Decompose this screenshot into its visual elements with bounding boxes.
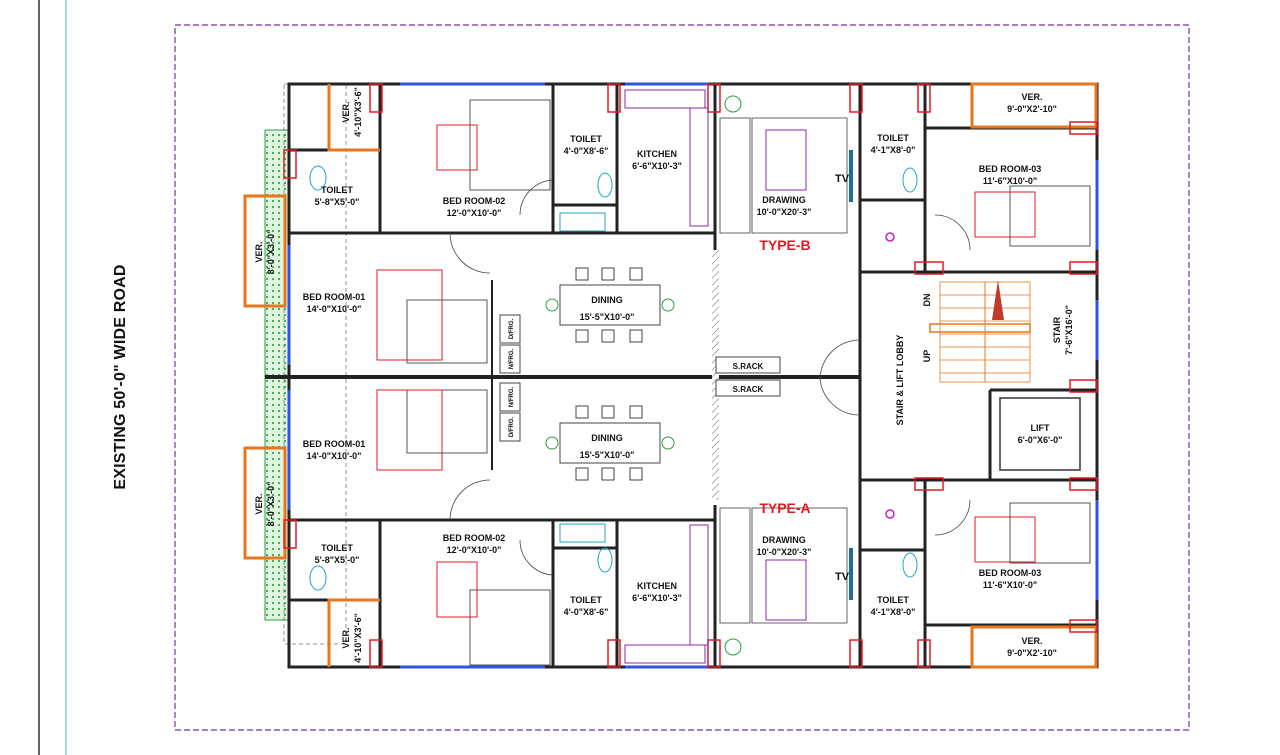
bed01-bot-size: 14'-0"X10'-0" (307, 451, 362, 461)
d-frg-top: D/FRG. (509, 319, 515, 340)
drawing-top-size: 10'-0"X20'-3" (757, 207, 812, 217)
kitchen-counters (624, 89, 709, 664)
toilet-fixtures (309, 165, 918, 591)
stair-size: 7'-6"X16'-0" (1064, 305, 1074, 355)
door-swings (449, 179, 971, 576)
toilet-r-bot-name: TOILET (877, 595, 909, 605)
balconies (243, 82, 1098, 669)
bed01-bot-name: BED ROOM-01 (303, 439, 366, 449)
bed02-top-size: 12'-0"X10'-0" (447, 208, 502, 218)
toilet-l-top-size: 5'-8"X5'-0" (315, 197, 360, 207)
bed02-bot-name: BED ROOM-02 (443, 533, 506, 543)
tv-label-top: TV (835, 173, 850, 185)
lift-size: 6'-0"X6'-0" (1018, 435, 1063, 445)
toilet-m-bot-name: TOILET (570, 595, 602, 605)
bed03-bot-name: BED ROOM-03 (979, 568, 1042, 578)
ver-br-name: VER. (1021, 636, 1042, 646)
ver-bl-name: VER. (341, 627, 351, 648)
beds (376, 99, 1091, 666)
toilet-r-top-name: TOILET (877, 133, 909, 143)
stair-lobby-label: STAIR & LIFT LOBBY (895, 335, 905, 426)
drawing-bot-size: 10'-0"X20'-3" (757, 547, 812, 557)
fridge-boxes (499, 314, 521, 442)
ver-tr-name: VER. (1021, 92, 1042, 102)
kitchen-bot-name: KITCHEN (637, 581, 677, 591)
stair (929, 281, 1031, 383)
stair-arrow (992, 280, 1004, 320)
s-rack-bottom-box (715, 379, 781, 397)
kitchen-top-size: 6'-6"X10'-3" (632, 161, 682, 171)
stair-name: STAIR (1052, 316, 1062, 343)
ver-tl-name: VER. (341, 101, 351, 122)
lift-name: LIFT (1031, 423, 1050, 433)
light-marker-bottom (885, 509, 895, 519)
s-rack-bottom-label: S.RACK (733, 385, 764, 394)
ver-tl-size: 4'-10"X3'-6" (353, 87, 363, 137)
drawing-furniture (719, 95, 848, 656)
columns (283, 83, 1098, 668)
dining-tables (545, 267, 675, 481)
dining-top-name: DINING (591, 295, 623, 305)
windows (287, 82, 1099, 669)
type-a-tag: TYPE-A (759, 500, 810, 516)
bed02-bot-size: 12'-0"X10'-0" (447, 545, 502, 555)
s-rack-top-label: S.RACK (733, 362, 764, 371)
tv-panel-top (849, 150, 853, 202)
toilet-l-bot-name: TOILET (321, 543, 353, 553)
bed03-top-size: 11'-6"X10'-0" (983, 176, 1037, 186)
dining-bot-name: DINING (591, 433, 623, 443)
kitchen-top-name: KITCHEN (637, 149, 677, 159)
bed02-top-name: BED ROOM-02 (443, 196, 506, 206)
plot-boundary (174, 24, 1190, 731)
toilet-m-bot-size: 4'-0"X8'-6" (564, 607, 609, 617)
ver-l1-size: 8'-0"X3'-0" (266, 230, 276, 275)
d-frg-bottom: D/FRG. (509, 417, 515, 438)
up-label: UP (922, 350, 932, 363)
light-marker-top (885, 232, 895, 242)
bed03-bot-size: 11'-6"X10'-0" (983, 580, 1037, 590)
n-frg-top: N/FRG. (509, 349, 515, 370)
toilet-r-top-size: 4'-1"X8'-0" (871, 145, 916, 155)
ver-l2-size: 8'-0"X3'-0" (266, 482, 276, 527)
s-rack-top-box (715, 356, 781, 374)
dining-bot-size: 15'-5"X10'-0" (580, 450, 635, 460)
lift-box (999, 397, 1081, 471)
toilet-l-bot-size: 5'-8"X5'-0" (315, 555, 360, 565)
ver-l2-name: VER. (254, 493, 264, 514)
ver-br-size: 9'-0"X2'-10" (1007, 648, 1057, 658)
walls (265, 82, 1099, 669)
bed03-top-name: BED ROOM-03 (979, 164, 1042, 174)
rack-hatch (712, 250, 719, 500)
toilet-m-top-name: TOILET (570, 134, 602, 144)
kitchen-bot-size: 6'-6"X10'-3" (632, 593, 682, 603)
drawing-top-name: DRAWING (762, 195, 806, 205)
ver-bl-size: 4'-10"X3'-6" (353, 613, 363, 663)
bed01-top-name: BED ROOM-01 (303, 292, 366, 302)
tv-label-bottom: TV (835, 571, 850, 583)
bed01-top-size: 14'-0"X10'-0" (307, 304, 362, 314)
toilet-m-top-size: 4'-0"X8'-6" (564, 146, 609, 156)
type-b-tag: TYPE-B (759, 237, 810, 253)
toilet-l-top-name: TOILET (321, 185, 353, 195)
ver-l1-name: VER. (254, 241, 264, 262)
drawing-bot-name: DRAWING (762, 535, 806, 545)
dn-label: DN (922, 294, 932, 307)
road-label: EXISTING 50'-0" WIDE ROAD (112, 264, 129, 490)
toilet-r-bot-size: 4'-1"X8'-0" (871, 607, 916, 617)
ver-tr-size: 9'-0"X2'-10" (1007, 104, 1057, 114)
dining-top-size: 15'-5"X10'-0" (580, 312, 635, 322)
n-frg-bottom: N/FRG. (509, 387, 515, 408)
tv-panel-bottom (849, 548, 853, 600)
